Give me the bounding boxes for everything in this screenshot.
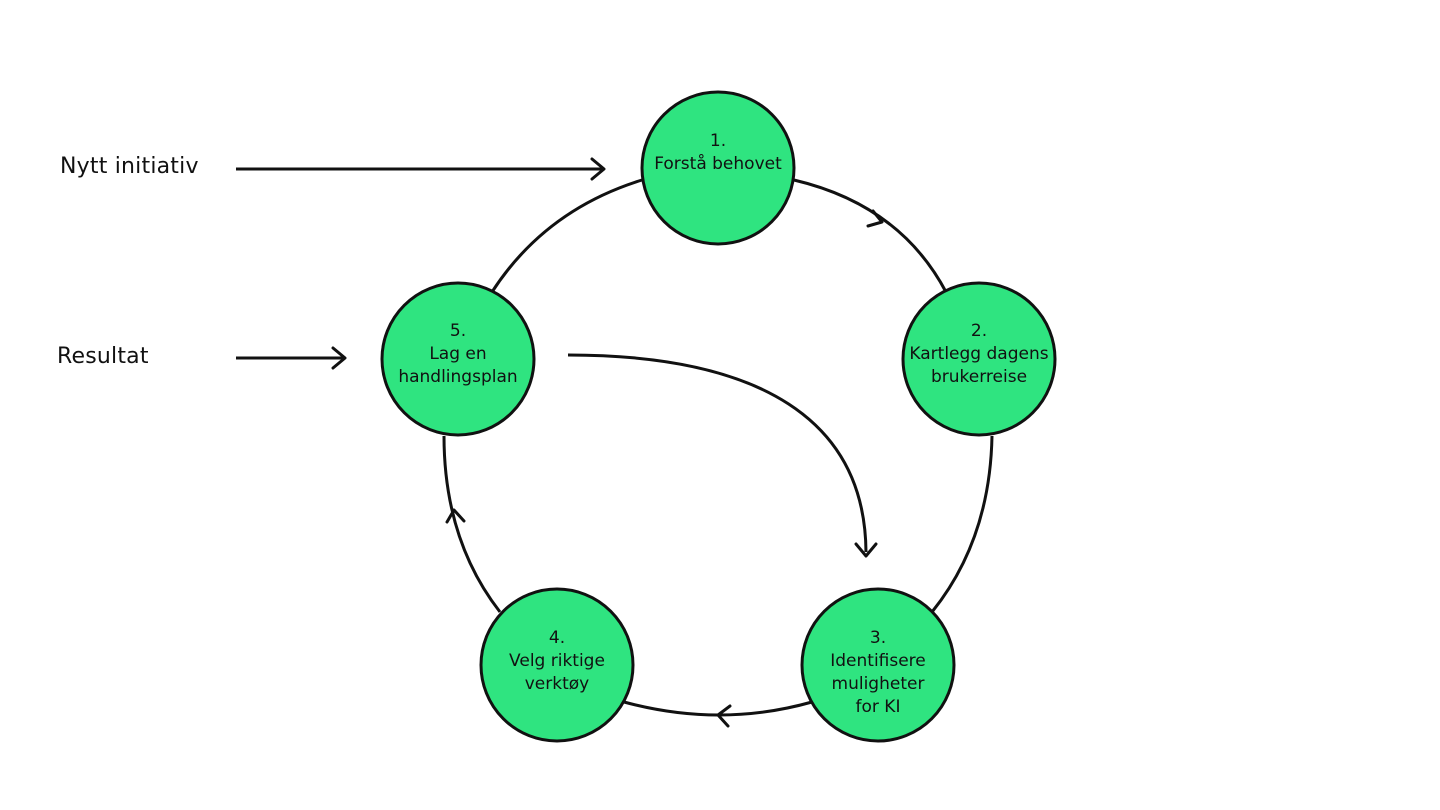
step-2-text: 2. Kartlegg dagens brukerreise — [899, 320, 1059, 389]
connector-2-to-3 — [930, 435, 994, 613]
step-2-title-line-1: Kartlegg dagens — [909, 344, 1049, 364]
step-2-number: 2. — [970, 321, 988, 341]
step-1-title: Forstå behovet — [654, 154, 782, 174]
arrowhead-4-to-5 — [445, 508, 466, 524]
step-4-title-line-2: verktøy — [524, 674, 590, 694]
arrowhead-nytt — [590, 157, 606, 181]
arrowhead-1-to-2 — [866, 209, 884, 228]
step-5-node — [380, 281, 536, 437]
step-4-number: 4. — [548, 628, 566, 648]
step-4-node — [479, 587, 635, 743]
step-4-title-line-1: Velg riktige — [509, 651, 605, 671]
step-2-title-line-2: brukerreise — [930, 367, 1028, 387]
step-3-number: 3. — [869, 628, 887, 648]
step-3-title-line-1: Identifisere — [830, 651, 926, 671]
connector-3-to-4 — [623, 700, 813, 717]
step-5-number: 5. — [449, 321, 467, 341]
connector-4-to-5 — [442, 435, 502, 613]
step-3-title-line-2: muligheter — [831, 674, 925, 694]
step-3-title-line-3: for KI — [855, 697, 901, 717]
arrowhead-resultat — [331, 346, 347, 370]
connector-5-to-1 — [490, 178, 643, 293]
step-3-node — [800, 587, 956, 743]
arrowhead-3-to-4 — [716, 704, 732, 728]
connector-5-to-3 — [567, 353, 868, 553]
step-1-number: 1. — [709, 131, 727, 151]
step-5-title-line-2: handlingsplan — [398, 367, 518, 387]
connector-1-to-2 — [793, 178, 948, 293]
step-1-node — [640, 90, 796, 246]
step-3-text: 3. Identifisere muligheter for KI — [798, 627, 958, 719]
step-4-text: 4. Velg riktige verktøy — [477, 627, 637, 696]
step-2-node — [901, 281, 1057, 437]
arrowhead-5-to-3 — [854, 542, 878, 558]
step-1-text: 1. Forstå behovet — [638, 130, 798, 176]
step-5-title-line-1: Lag en — [429, 344, 487, 364]
step-5-text: 5. Lag en handlingsplan — [378, 320, 538, 389]
result-label: Resultat — [57, 344, 149, 369]
new-initiative-label: Nytt initiativ — [60, 154, 199, 179]
